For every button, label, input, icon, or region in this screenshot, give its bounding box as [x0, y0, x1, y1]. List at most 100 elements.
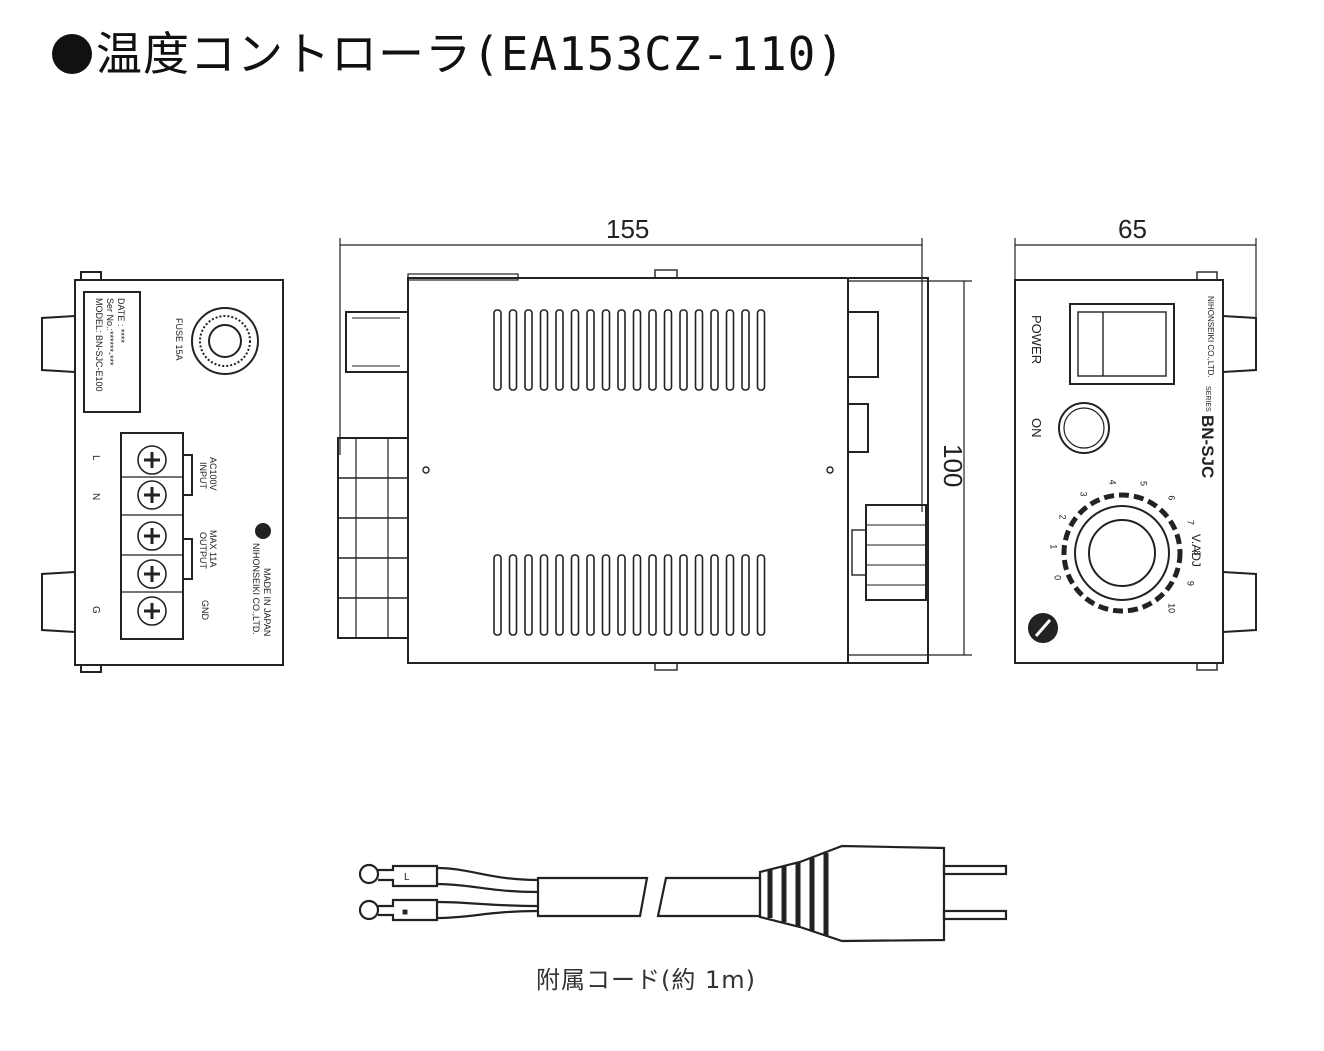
terminal-n-label: N — [90, 493, 101, 500]
input-label-1: INPUT — [198, 462, 208, 490]
vent-slot — [539, 309, 549, 391]
rear-tab — [80, 664, 102, 673]
cord-segment-1 — [536, 876, 649, 918]
on-lamp-side — [847, 403, 869, 453]
dial-tick-label: 6 — [1166, 495, 1176, 500]
fuse-label: FUSE 15A — [174, 318, 184, 361]
vent-slot — [617, 309, 626, 391]
terminal-g-label: G — [90, 606, 101, 614]
vent-slot — [570, 309, 580, 391]
title-model: (EA153CZ-110) — [472, 27, 846, 81]
vent-slot — [710, 309, 719, 391]
dial-tick-label: 10 — [1166, 603, 1176, 613]
front-foot-top — [1222, 315, 1257, 373]
vent-slot — [679, 554, 688, 636]
terminal-screw — [137, 480, 167, 510]
front-maker-label: NIHONSEIKI CO.,LTD. — [1206, 296, 1215, 378]
terminal-screw — [137, 521, 167, 551]
dial-tick-label: 8 — [1192, 550, 1202, 555]
vent-slot — [632, 554, 642, 636]
fuse-holder-ring — [199, 315, 251, 367]
vent-slot — [648, 554, 657, 636]
vent-slot — [648, 309, 657, 391]
maker-label: NIHONSEIKI CO.,LTD. — [251, 543, 261, 635]
input-label-2: AC100V — [208, 457, 218, 491]
vent-slot — [756, 309, 766, 391]
lug-sleeve — [378, 898, 439, 922]
v-adj-label: V.ADJ — [1189, 534, 1203, 567]
vent-slot — [508, 554, 518, 636]
on-lamp — [1058, 402, 1110, 454]
terminal-screw — [137, 596, 167, 626]
output-label-2: MAX 11A — [208, 530, 218, 567]
ring-lug-l — [358, 863, 380, 885]
vent-slot — [741, 554, 750, 636]
vent-slot — [725, 554, 735, 636]
vent-slot — [756, 554, 766, 636]
ring-lug-n — [358, 899, 380, 921]
front-view — [1014, 238, 1257, 671]
vent-slot — [570, 554, 580, 636]
rear-panel-outline — [74, 279, 284, 666]
front-panel-outline — [1014, 279, 1224, 664]
fuse-holder — [191, 307, 259, 375]
vent-slot — [601, 309, 611, 391]
vent-slot — [694, 554, 704, 636]
lug-label-l: L — [404, 872, 410, 883]
plug-body — [758, 844, 946, 943]
dimension-height: 100 — [938, 444, 968, 487]
dial-tick-label: 2 — [1058, 514, 1068, 519]
front-foot-bottom — [1222, 571, 1257, 633]
vent-slot — [555, 554, 564, 636]
dial-knob-side — [865, 504, 927, 601]
v-adj-knob — [1088, 519, 1156, 587]
fuse-cap-side — [345, 311, 409, 373]
vent-slot — [694, 309, 704, 391]
dial-tick-label: 0 — [1052, 575, 1062, 580]
rear-view — [41, 271, 284, 673]
nameplate-line-1: MODEL: BN-SJC-E100 — [94, 298, 104, 392]
origin-label: MADE IN JAPAN — [262, 568, 272, 636]
vent-slot — [741, 309, 750, 391]
cord-segment-2 — [656, 876, 762, 918]
vent-slot — [524, 554, 533, 636]
output-label-1: OUTPUT — [198, 532, 208, 570]
dial-tick-label: 9 — [1185, 581, 1195, 586]
vent-slot — [725, 309, 735, 391]
vent-slot — [617, 554, 626, 636]
v-adj-scale — [1061, 492, 1183, 614]
on-label: ON — [1029, 418, 1044, 438]
dial-tick-label: 7 — [1185, 520, 1195, 525]
vent-slot — [493, 309, 502, 391]
terminal-screw — [137, 559, 167, 589]
vent-slot — [586, 309, 595, 391]
lug-label-n: ■ — [402, 907, 408, 918]
terminal-screw — [137, 445, 167, 475]
vent-slot — [586, 554, 595, 636]
vent-slot — [663, 309, 673, 391]
dial-tick-label: 4 — [1107, 480, 1117, 485]
dimension-width: 155 — [606, 214, 649, 244]
vent-slot — [679, 309, 688, 391]
vent-slot — [555, 309, 564, 391]
terminal-tab — [182, 538, 193, 580]
gnd-label: GND — [200, 600, 210, 621]
vent-slot — [632, 309, 642, 391]
rear-labels: MODEL: BN-SJC-E100 Ser No.:******-*** DA… — [90, 298, 272, 636]
vent-slots — [493, 309, 766, 636]
dial-tick-label: 3 — [1079, 492, 1089, 497]
enclosure-body — [407, 277, 849, 664]
terminal-tab — [182, 454, 193, 496]
nameplate-line-3: DATE : **** — [116, 298, 126, 343]
front-panel-edge — [847, 277, 929, 664]
series-label: SERIES — [1204, 386, 1211, 412]
power-switch — [1069, 303, 1175, 385]
vent-slot — [539, 554, 549, 636]
dimension-depth: 65 — [1118, 214, 1147, 244]
vent-slot — [601, 554, 611, 636]
rear-foot-bottom — [41, 571, 76, 633]
nameplate — [83, 291, 141, 413]
fuse-cap — [208, 324, 242, 358]
